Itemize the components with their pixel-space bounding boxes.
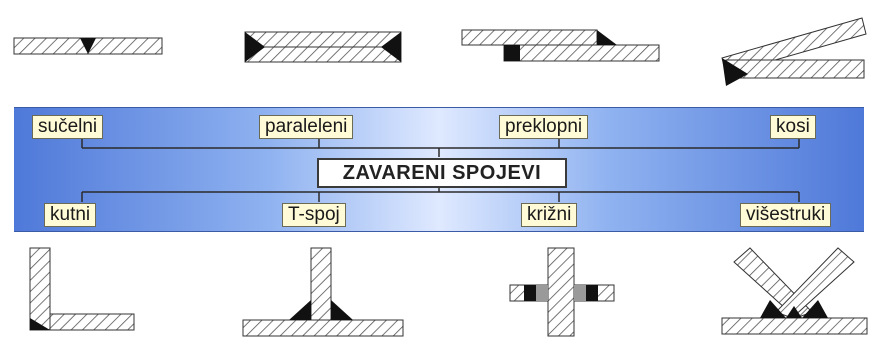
oblique-joint-sketch [721,8,867,88]
butt-joint-sketch [13,36,164,58]
diagram-title: ZAVARENI SPOJEVI [317,158,567,188]
label-lap-joint: preklopni [499,115,589,139]
label-corner-joint: kutni [44,203,97,227]
label-oblique-joint: kosi [770,115,816,139]
label-parallel-joint: paraleleni [259,115,354,139]
label-butt-joint: sučelni [32,115,104,139]
joint-types-band: sučelni paraleleni preklopni kosi ZAVARE… [14,107,864,232]
connector-lines [81,138,800,202]
lap-joint-sketch [461,28,662,70]
label-multiple-joint: višestruki [740,203,832,227]
label-t-joint: T-spoj [282,203,346,227]
parallel-joint-sketch [244,30,405,66]
corner-joint-sketch [28,247,138,338]
t-joint-sketch [242,247,408,338]
label-cross-joint: križni [521,203,578,227]
multiple-joint-sketch [720,247,870,338]
cross-joint-sketch [509,247,620,338]
